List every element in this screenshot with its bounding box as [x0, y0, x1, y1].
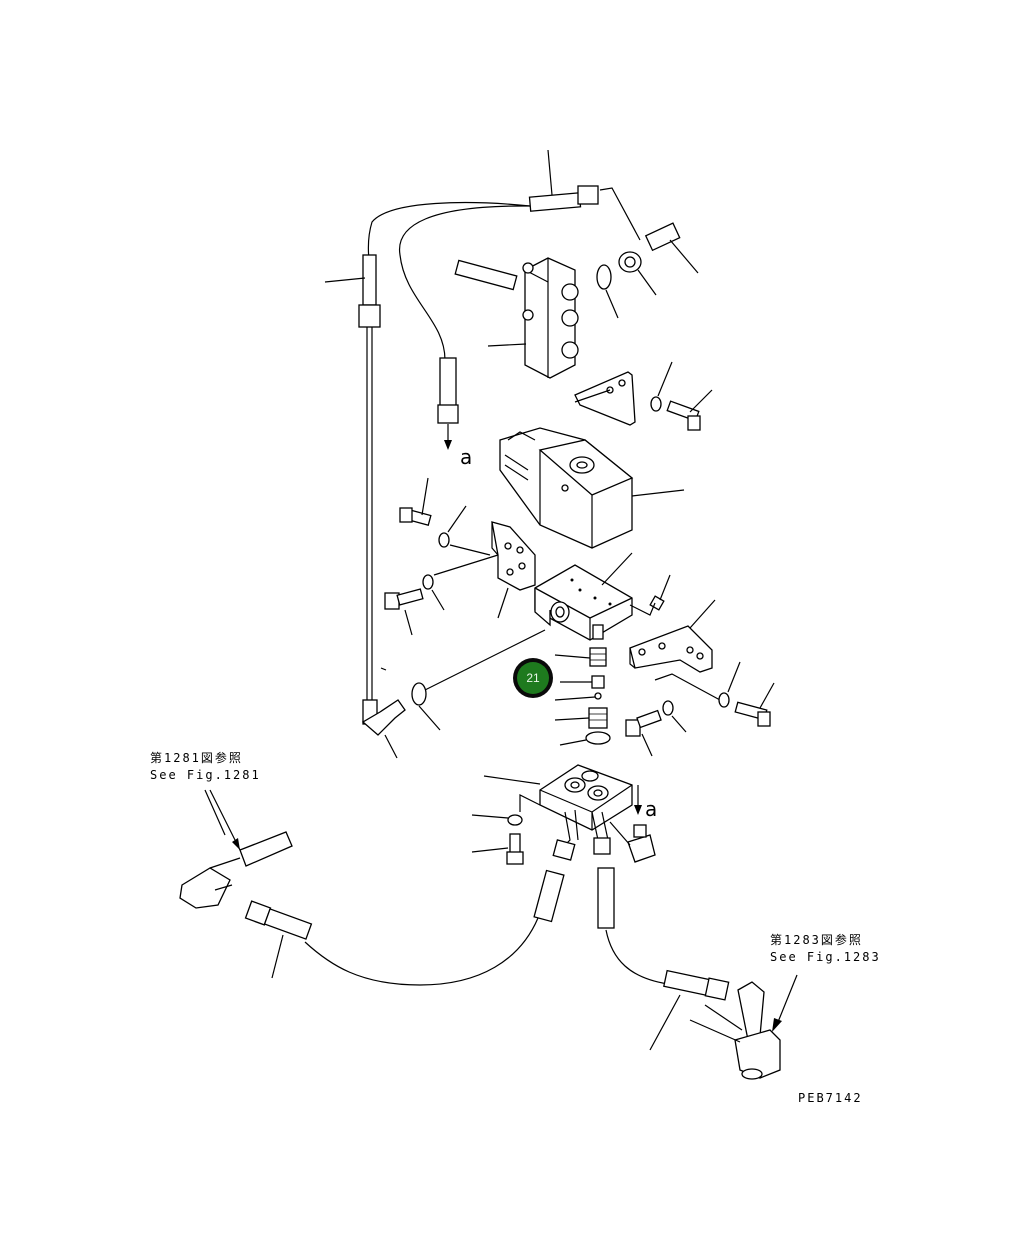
- solenoid-unit: [499, 427, 685, 549]
- manifold-block: [424, 552, 671, 691]
- left-tee: [179, 789, 313, 979]
- ref-left-jp: 第1281図参照: [150, 750, 243, 765]
- callout-21-badge[interactable]: 21: [513, 658, 553, 698]
- arrow-label-top: a: [460, 445, 472, 469]
- middle-fasteners: [384, 477, 536, 636]
- ref-right-en: See Fig.1283: [770, 950, 881, 964]
- right-bracket: [625, 599, 775, 757]
- callout-number: 21: [526, 671, 540, 685]
- base-plate: [471, 764, 656, 865]
- right-elbow: [649, 969, 798, 1080]
- lower-hoses: [304, 809, 669, 986]
- fitting-stack: [554, 647, 611, 746]
- left-elbow: [361, 667, 441, 759]
- ref-right-jp: 第1283図参照: [770, 932, 863, 947]
- valve-block: [487, 257, 713, 431]
- upper-hose-group: [358, 149, 699, 700]
- ref-left-en: See Fig.1281: [150, 768, 261, 782]
- arrow-label-bottom: a: [645, 797, 657, 821]
- drawing-code: PEB7142: [798, 1091, 863, 1105]
